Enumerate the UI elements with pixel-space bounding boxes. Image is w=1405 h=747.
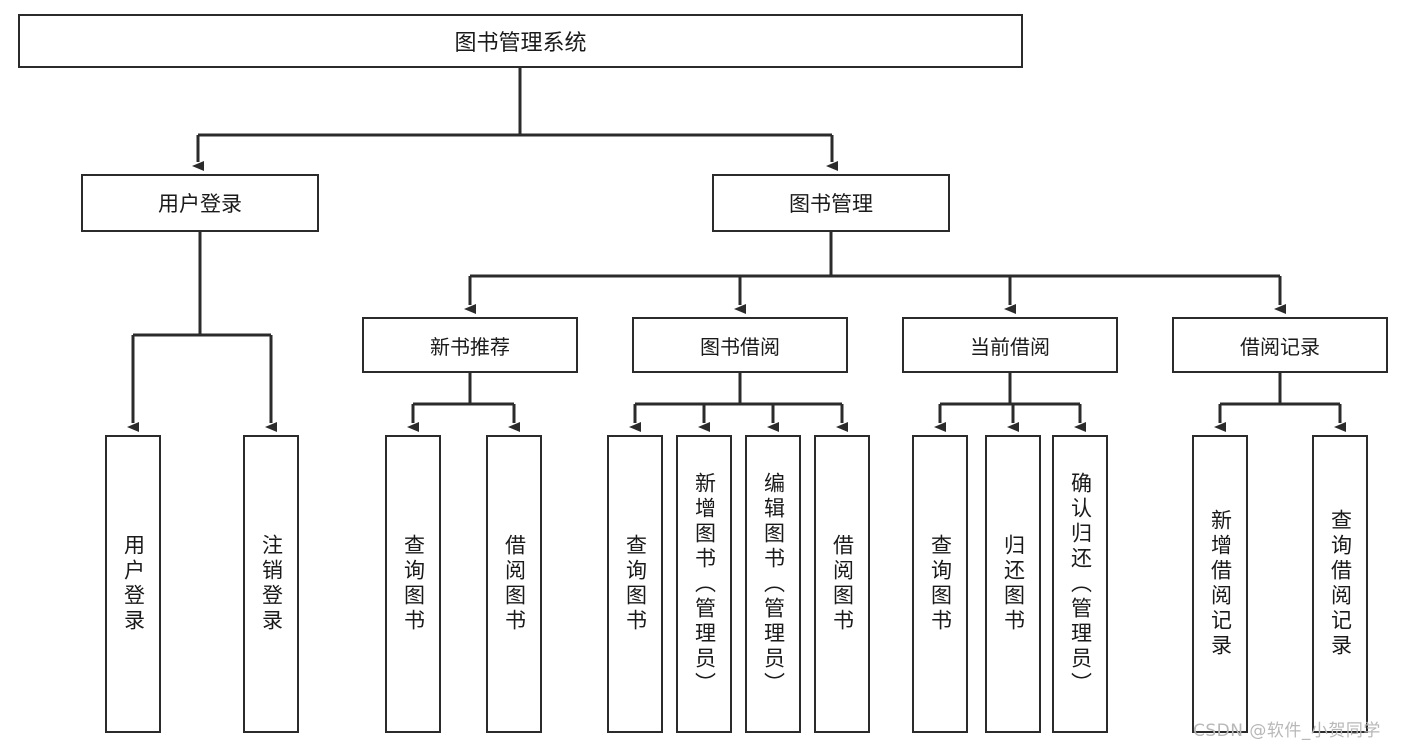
node-leaf-query-book-1[interactable]: 查询图书 xyxy=(385,435,441,733)
csdn-watermark: CSDN @软件_小贺同学 xyxy=(1193,721,1381,741)
node-leaf-user-login-label: 用户登录 xyxy=(121,534,146,634)
node-leaf-query-book-1-label: 查询图书 xyxy=(401,534,426,634)
node-leaf-logout-label: 注销登录 xyxy=(259,534,284,634)
node-borrow-record[interactable]: 借阅记录 xyxy=(1172,317,1388,373)
node-new-book-recommend[interactable]: 新书推荐 xyxy=(362,317,578,373)
node-leaf-borrow-book-2-label: 借阅图书 xyxy=(830,534,855,634)
node-book-manage[interactable]: 图书管理 xyxy=(712,174,950,232)
node-leaf-add-record[interactable]: 新增借阅记录 xyxy=(1192,435,1248,733)
node-leaf-confirm-return-label: 确认归还（管理员） xyxy=(1068,471,1093,697)
node-leaf-return-book[interactable]: 归还图书 xyxy=(985,435,1041,733)
node-leaf-logout[interactable]: 注销登录 xyxy=(243,435,299,733)
node-leaf-query-book-2[interactable]: 查询图书 xyxy=(607,435,663,733)
node-leaf-query-book-3[interactable]: 查询图书 xyxy=(912,435,968,733)
node-leaf-borrow-book-2[interactable]: 借阅图书 xyxy=(814,435,870,733)
node-root[interactable]: 图书管理系统 xyxy=(18,14,1023,68)
node-leaf-user-login[interactable]: 用户登录 xyxy=(105,435,161,733)
node-leaf-edit-book-label: 编辑图书（管理员） xyxy=(761,471,786,697)
node-leaf-add-record-label: 新增借阅记录 xyxy=(1208,509,1233,659)
node-book-manage-label: 图书管理 xyxy=(789,192,873,216)
node-user-login-label: 用户登录 xyxy=(158,192,242,216)
node-new-book-recommend-label: 新书推荐 xyxy=(430,334,510,359)
node-leaf-confirm-return[interactable]: 确认归还（管理员） xyxy=(1052,435,1108,733)
node-root-label: 图书管理系统 xyxy=(454,31,587,56)
node-book-borrow[interactable]: 图书借阅 xyxy=(632,317,848,373)
node-leaf-query-record-label: 查询借阅记录 xyxy=(1328,509,1353,659)
node-leaf-add-book[interactable]: 新增图书（管理员） xyxy=(676,435,732,733)
node-current-borrow-label: 当前借阅 xyxy=(970,334,1050,359)
node-leaf-borrow-book-1-label: 借阅图书 xyxy=(502,534,527,634)
node-book-borrow-label: 图书借阅 xyxy=(700,334,780,359)
node-leaf-query-book-2-label: 查询图书 xyxy=(623,534,648,634)
node-leaf-query-book-3-label: 查询图书 xyxy=(928,534,953,634)
node-leaf-return-book-label: 归还图书 xyxy=(1001,534,1026,634)
node-leaf-query-record[interactable]: 查询借阅记录 xyxy=(1312,435,1368,733)
node-leaf-add-book-label: 新增图书（管理员） xyxy=(692,471,717,697)
node-leaf-edit-book[interactable]: 编辑图书（管理员） xyxy=(745,435,801,733)
node-borrow-record-label: 借阅记录 xyxy=(1240,334,1320,359)
node-leaf-borrow-book-1[interactable]: 借阅图书 xyxy=(486,435,542,733)
node-current-borrow[interactable]: 当前借阅 xyxy=(902,317,1118,373)
node-user-login[interactable]: 用户登录 xyxy=(81,174,319,232)
